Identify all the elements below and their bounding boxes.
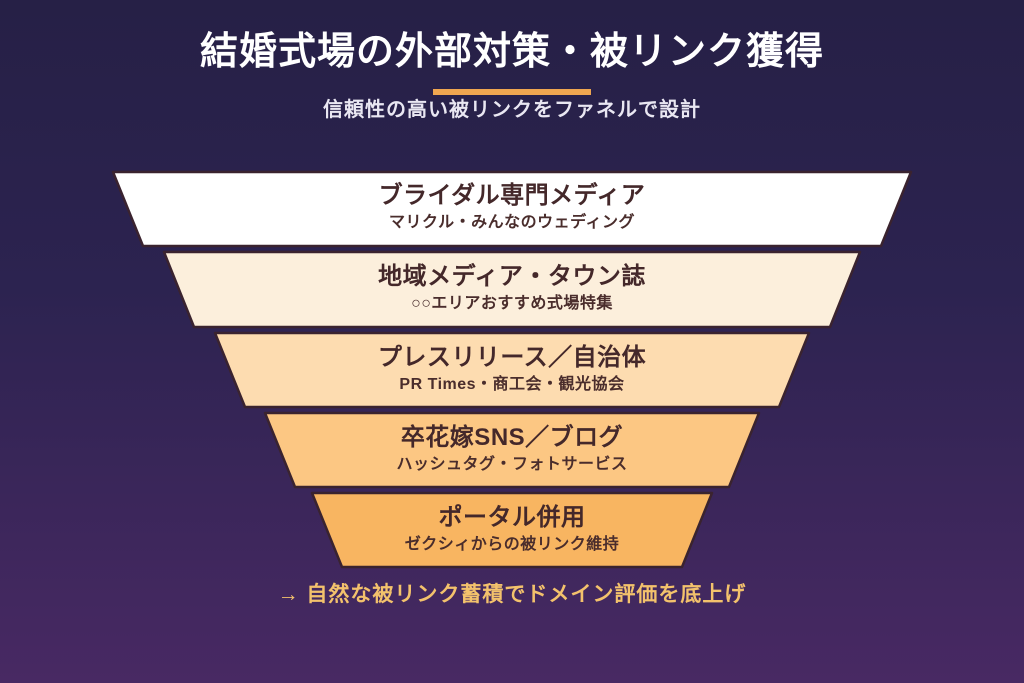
funnel-level-3-shape — [213, 331, 811, 409]
funnel-level-4-shape — [263, 411, 761, 489]
title-underline — [433, 89, 591, 95]
funnel-level-1-subtitle: マリクル・みんなのウェディング — [389, 212, 635, 231]
funnel-level-4-title: 卒花嫁SNS／ブログ — [401, 423, 623, 451]
footer-note: → 自然な被リンク蓄積でドメイン評価を底上げ — [278, 582, 747, 606]
funnel-level-1-title: ブライダル専門メディア — [379, 181, 646, 209]
funnel-level-5-title: ポータル併用 — [439, 503, 586, 531]
page-title: 結婚式場の外部対策・被リンク獲得 — [200, 31, 824, 73]
funnel-level-2-title: 地域メディア・タウン誌 — [378, 262, 646, 290]
funnel-level-3-subtitle: PR Times・商工会・観光協会 — [399, 374, 624, 393]
funnel-level-5-subtitle: ゼクシィからの被リンク維持 — [405, 534, 620, 553]
funnel-level-1-shape — [111, 170, 913, 248]
funnel-level-5-shape — [310, 491, 714, 569]
funnel-level-2-subtitle: ○○エリアおすすめ式場特集 — [411, 293, 613, 312]
funnel-level-3-title: プレスリリース／自治体 — [378, 343, 647, 371]
funnel-level-4-subtitle: ハッシュタグ・フォトサービス — [396, 454, 627, 473]
funnel-level-2-shape — [162, 250, 862, 329]
page-subtitle: 信頼性の高い被リンクをファネルで設計 — [323, 97, 701, 121]
